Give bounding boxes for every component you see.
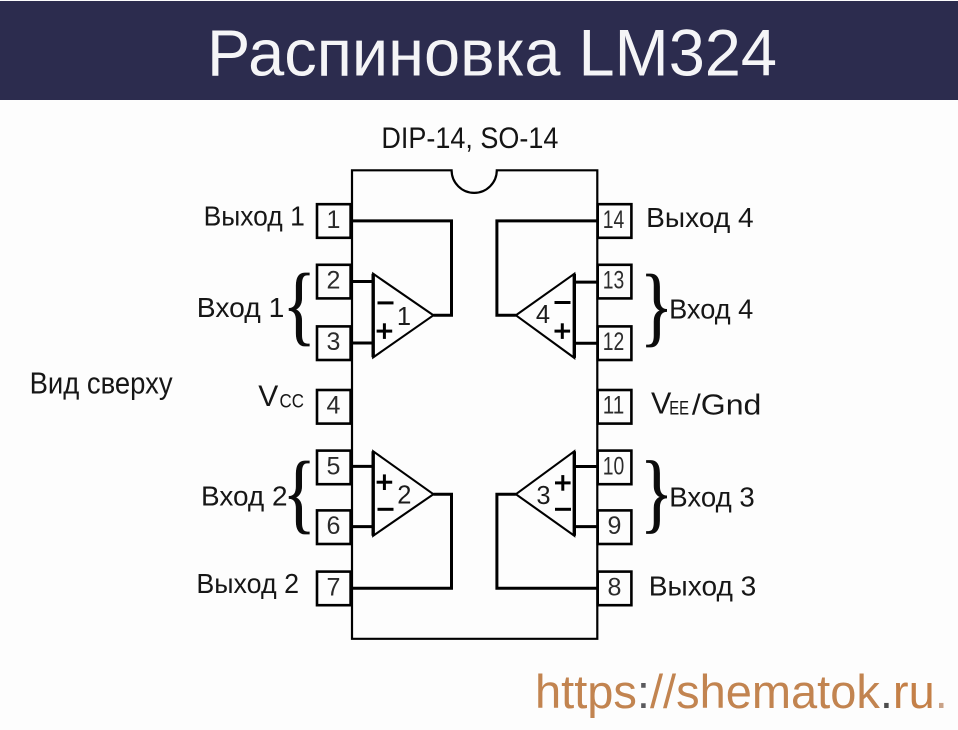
svg-text:Вид сверху: Вид сверху bbox=[30, 366, 173, 401]
svg-text:}: } bbox=[640, 257, 673, 354]
svg-text:Выход 1: Выход 1 bbox=[204, 201, 305, 232]
svg-text:5: 5 bbox=[326, 453, 340, 481]
svg-text:https://shematok.ru.: https://shematok.ru. bbox=[535, 665, 948, 718]
svg-text:DIP-14, SO-14: DIP-14, SO-14 bbox=[381, 122, 558, 155]
svg-text:{: { bbox=[283, 257, 316, 354]
svg-text:10: 10 bbox=[603, 453, 625, 481]
svg-text:3: 3 bbox=[326, 328, 340, 356]
svg-text:Распиновка LM324: Распиновка LM324 bbox=[207, 16, 777, 90]
svg-text:13: 13 bbox=[603, 267, 625, 295]
svg-text:6: 6 bbox=[326, 512, 340, 540]
svg-text:3: 3 bbox=[536, 482, 550, 510]
svg-text:Выход 2: Выход 2 bbox=[196, 568, 299, 599]
svg-text:12: 12 bbox=[603, 328, 625, 356]
svg-text:Выход 4: Выход 4 bbox=[646, 202, 754, 233]
svg-text:Вход 3: Вход 3 bbox=[669, 482, 754, 513]
svg-text:{: { bbox=[283, 445, 316, 542]
svg-text:CC: CC bbox=[280, 392, 304, 413]
svg-text:9: 9 bbox=[608, 512, 622, 540]
svg-text:14: 14 bbox=[603, 206, 625, 234]
svg-text:8: 8 bbox=[608, 573, 622, 601]
svg-text:/Gnd: /Gnd bbox=[692, 390, 762, 422]
svg-text:Вход 4: Вход 4 bbox=[669, 293, 753, 324]
svg-text:1: 1 bbox=[326, 206, 340, 234]
svg-text:Вход 1: Вход 1 bbox=[197, 292, 284, 323]
svg-text:Вход 2: Вход 2 bbox=[201, 480, 288, 511]
svg-text:EE: EE bbox=[669, 399, 689, 420]
svg-text:2: 2 bbox=[326, 267, 340, 295]
svg-text:4: 4 bbox=[536, 301, 550, 329]
svg-text:}: } bbox=[640, 444, 673, 541]
svg-text:2: 2 bbox=[397, 482, 411, 510]
svg-text:11: 11 bbox=[603, 392, 625, 420]
svg-text:V: V bbox=[258, 380, 278, 413]
svg-text:1: 1 bbox=[397, 303, 411, 331]
svg-text:4: 4 bbox=[326, 392, 340, 420]
svg-text:7: 7 bbox=[326, 573, 340, 601]
svg-text:V: V bbox=[651, 387, 672, 421]
svg-text:Выход 3: Выход 3 bbox=[649, 570, 757, 601]
